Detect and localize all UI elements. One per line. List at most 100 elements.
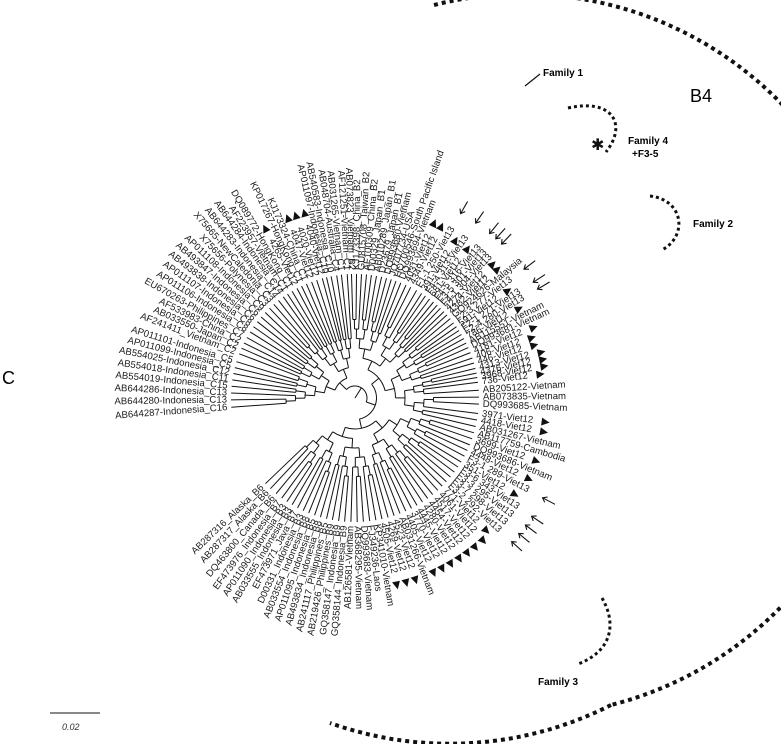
family-1-pointer-arrow xyxy=(524,73,541,87)
tip-branch xyxy=(331,465,343,520)
internal-branch xyxy=(362,348,366,359)
clade-arc xyxy=(377,332,381,335)
triangle-marker-icon xyxy=(437,563,445,573)
triangle-marker-icon xyxy=(487,261,496,270)
tip-branch xyxy=(359,476,364,522)
triangle-marker-icon xyxy=(509,489,519,497)
tip-branch xyxy=(355,476,358,523)
internal-branch xyxy=(341,427,346,437)
tip-branch xyxy=(421,362,475,379)
clade-arc xyxy=(419,375,422,379)
tip-label: AB368295-Vietnam xyxy=(352,526,364,609)
internal-branch xyxy=(402,356,411,363)
tip-branch xyxy=(423,406,479,414)
tip-branch xyxy=(270,448,309,490)
tip-branch xyxy=(395,453,429,499)
internal-branch xyxy=(409,370,419,375)
clade-arc xyxy=(384,335,390,339)
internal-branch xyxy=(392,332,399,341)
tip-branch xyxy=(402,307,441,349)
triangle-marker-icon xyxy=(263,224,271,234)
arrow-marker-icon xyxy=(536,281,550,291)
clade-arc xyxy=(325,470,330,473)
tip-branch xyxy=(265,445,306,485)
tip-branch xyxy=(305,283,333,344)
internal-branch xyxy=(388,341,396,350)
tip-branch xyxy=(350,466,354,522)
tip-branch xyxy=(430,419,475,434)
tip-label: AB644286-Indonesia_C13 xyxy=(114,383,227,399)
tip-branch xyxy=(231,392,296,397)
triangle-marker-icon xyxy=(428,567,436,577)
tip-branch xyxy=(302,460,327,511)
tip-branch xyxy=(231,385,296,393)
clade-b4-label: B4 xyxy=(690,86,712,106)
tip-branch xyxy=(340,274,349,339)
internal-branch xyxy=(392,430,401,438)
internal-branch xyxy=(366,401,376,406)
triangle-marker-icon xyxy=(461,245,470,255)
internal-branch xyxy=(375,420,383,429)
tip-branch xyxy=(355,273,357,320)
clade-arc xyxy=(421,382,424,387)
tip-branch xyxy=(431,367,476,380)
tip-label: AB205122-Vietnam xyxy=(482,379,566,395)
internal-branch xyxy=(325,345,332,355)
tip-branch xyxy=(389,286,412,329)
tip-label: AB073823_Vietnam_B2 xyxy=(343,168,357,271)
arrow-marker-icon xyxy=(523,260,536,270)
arrow-marker-icon xyxy=(532,274,546,284)
triangle-marker-icon xyxy=(480,525,490,534)
internal-branch xyxy=(308,346,316,355)
internal-branch xyxy=(349,338,352,349)
internal-branch xyxy=(326,386,336,391)
tip-branch xyxy=(420,357,473,377)
tip-branch xyxy=(417,322,454,351)
tip-branch xyxy=(411,326,457,359)
arrow-marker-icon xyxy=(495,228,506,240)
tip-branch xyxy=(231,402,287,408)
tip-branch xyxy=(269,307,308,349)
clade-arc xyxy=(367,369,386,391)
tip-branch xyxy=(374,279,392,333)
tip-branch xyxy=(321,278,340,341)
internal-branch xyxy=(348,348,351,358)
internal-branch xyxy=(296,384,307,388)
internal-branch xyxy=(358,338,361,349)
tip-branch xyxy=(326,464,340,519)
internal-branch xyxy=(400,418,410,424)
tip-branch xyxy=(344,476,349,522)
triangle-marker-icon xyxy=(454,553,462,563)
tip-branch xyxy=(418,423,470,446)
tip-branch xyxy=(425,342,467,364)
internal-branch xyxy=(380,346,387,356)
internal-branch xyxy=(328,452,333,462)
tip-branch xyxy=(388,290,418,339)
triangle-marker-icon xyxy=(469,542,478,551)
triangle-marker-icon xyxy=(392,580,400,590)
triangle-marker-icon xyxy=(526,335,536,343)
internal-branch xyxy=(406,426,416,432)
tip-branch xyxy=(396,293,423,333)
tip-branch xyxy=(428,423,473,440)
internal-branch xyxy=(315,390,325,394)
internal-branch xyxy=(384,459,390,470)
clade-arc xyxy=(371,330,376,333)
family-2-label: Family 2 xyxy=(693,219,733,230)
clade-arc xyxy=(338,349,343,352)
internal-branch xyxy=(315,435,323,444)
arrow-marker-icon xyxy=(500,233,512,245)
internal-branch xyxy=(327,431,334,441)
tip-branch xyxy=(386,284,407,327)
tip-branch xyxy=(422,409,478,421)
triangle-marker-icon xyxy=(502,288,512,296)
tip-branch xyxy=(425,430,468,451)
internal-branch xyxy=(295,390,306,393)
internal-branch xyxy=(310,357,319,365)
arrow-marker-icon xyxy=(474,211,485,224)
clade-arc xyxy=(297,376,300,381)
internal-branch xyxy=(383,438,390,448)
tip-branch xyxy=(232,379,297,390)
internal-branch xyxy=(344,339,347,349)
